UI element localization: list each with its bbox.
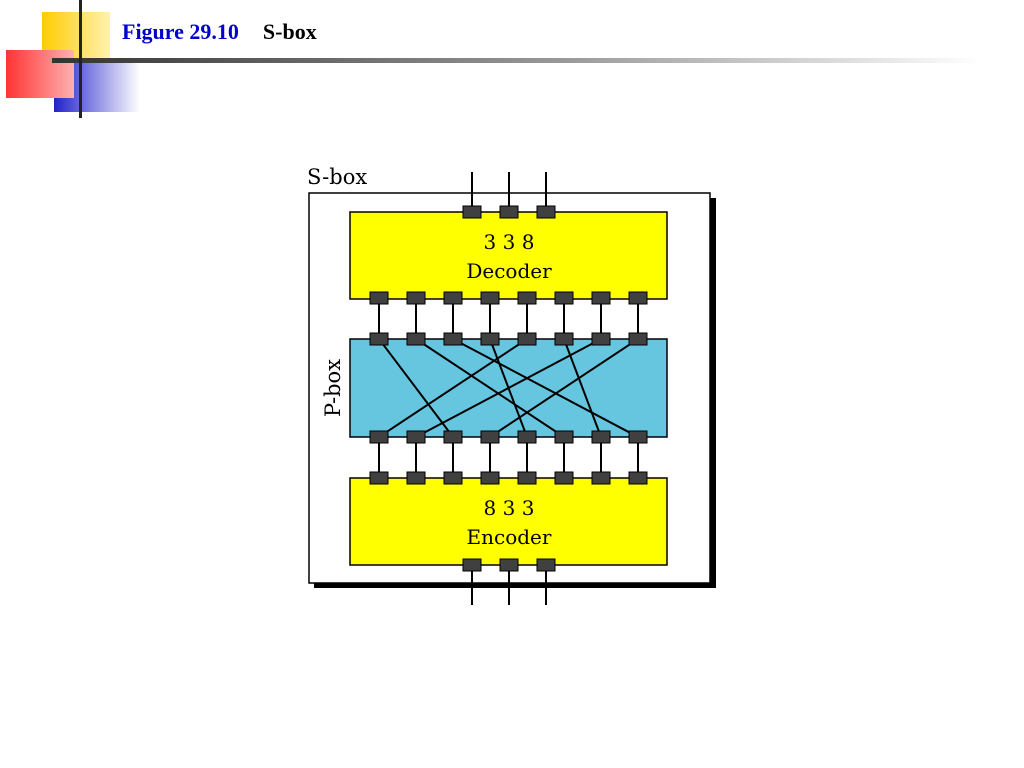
pbox-input-pin — [369, 332, 389, 346]
pbox-output-pin — [591, 430, 611, 444]
pin-layer — [369, 291, 648, 485]
pbox-input-pin — [591, 332, 611, 346]
decoder-output-pin — [591, 291, 611, 305]
pbox-output-pin — [628, 430, 648, 444]
pbox-crossing-wire — [452, 338, 639, 438]
pbox-input-pin — [443, 332, 463, 346]
pbox-output-pin — [406, 430, 426, 444]
pbox-output-pin — [517, 430, 537, 444]
slide-title: Figure 29.10 S-box — [122, 18, 317, 46]
encoder-input-pin — [591, 471, 611, 485]
pbox-output-pin — [480, 430, 500, 444]
encoder-input-pin — [443, 471, 463, 485]
decoder-label: Decoder — [466, 259, 552, 283]
input-pin — [499, 205, 519, 219]
decoder-output-pin — [443, 291, 463, 305]
encoder-input-pin — [628, 471, 648, 485]
decoder-output-pin — [628, 291, 648, 305]
pbox-output-pin — [554, 430, 574, 444]
encoder-code: 8 3 3 — [484, 496, 535, 520]
encoder-box — [349, 477, 668, 566]
encoder-label: Encoder — [467, 525, 552, 549]
pbox-crossing-wire — [378, 338, 528, 438]
pbox-input-pin — [628, 332, 648, 346]
output-pin — [536, 558, 556, 572]
pbox-crossing-wire — [415, 338, 565, 438]
decoder-output-pin — [554, 291, 574, 305]
input-pin — [462, 205, 482, 219]
pbox-label: P-box — [321, 359, 345, 417]
encoder-input-pin — [369, 471, 389, 485]
decoder-code: 3 3 8 — [484, 230, 535, 254]
title-decoration — [6, 0, 982, 118]
pbox-input-pin — [480, 332, 500, 346]
wire-layer — [378, 298, 639, 478]
encoder-input-pin — [406, 471, 426, 485]
figure-number: Figure 29.10 — [122, 19, 239, 44]
output-pin — [462, 558, 482, 572]
decoder-output-pin — [517, 291, 537, 305]
decoder-output-pin — [369, 291, 389, 305]
pbox-crossing-wire — [378, 338, 454, 438]
input-pin — [536, 205, 556, 219]
title-rule — [52, 58, 982, 63]
pbox-output-pin — [369, 430, 389, 444]
encoder-input-pin — [554, 471, 574, 485]
figure-title: S-box — [262, 19, 317, 44]
decoder-box — [349, 211, 668, 300]
decoder-output-pin — [480, 291, 500, 305]
pbox-crossing-wire — [415, 338, 602, 438]
deco-vertical-line — [79, 0, 82, 118]
output-pin — [499, 558, 519, 572]
decoder-output-pin — [406, 291, 426, 305]
encoder-input-pin — [517, 471, 537, 485]
pbox-output-pin — [443, 430, 463, 444]
pbox-input-pin — [554, 332, 574, 346]
pbox-crossing-wire — [489, 338, 639, 438]
sbox-label: S-box — [307, 165, 367, 189]
pbox-input-pin — [517, 332, 537, 346]
encoder-input-pin — [480, 471, 500, 485]
pbox-input-pin — [406, 332, 426, 346]
